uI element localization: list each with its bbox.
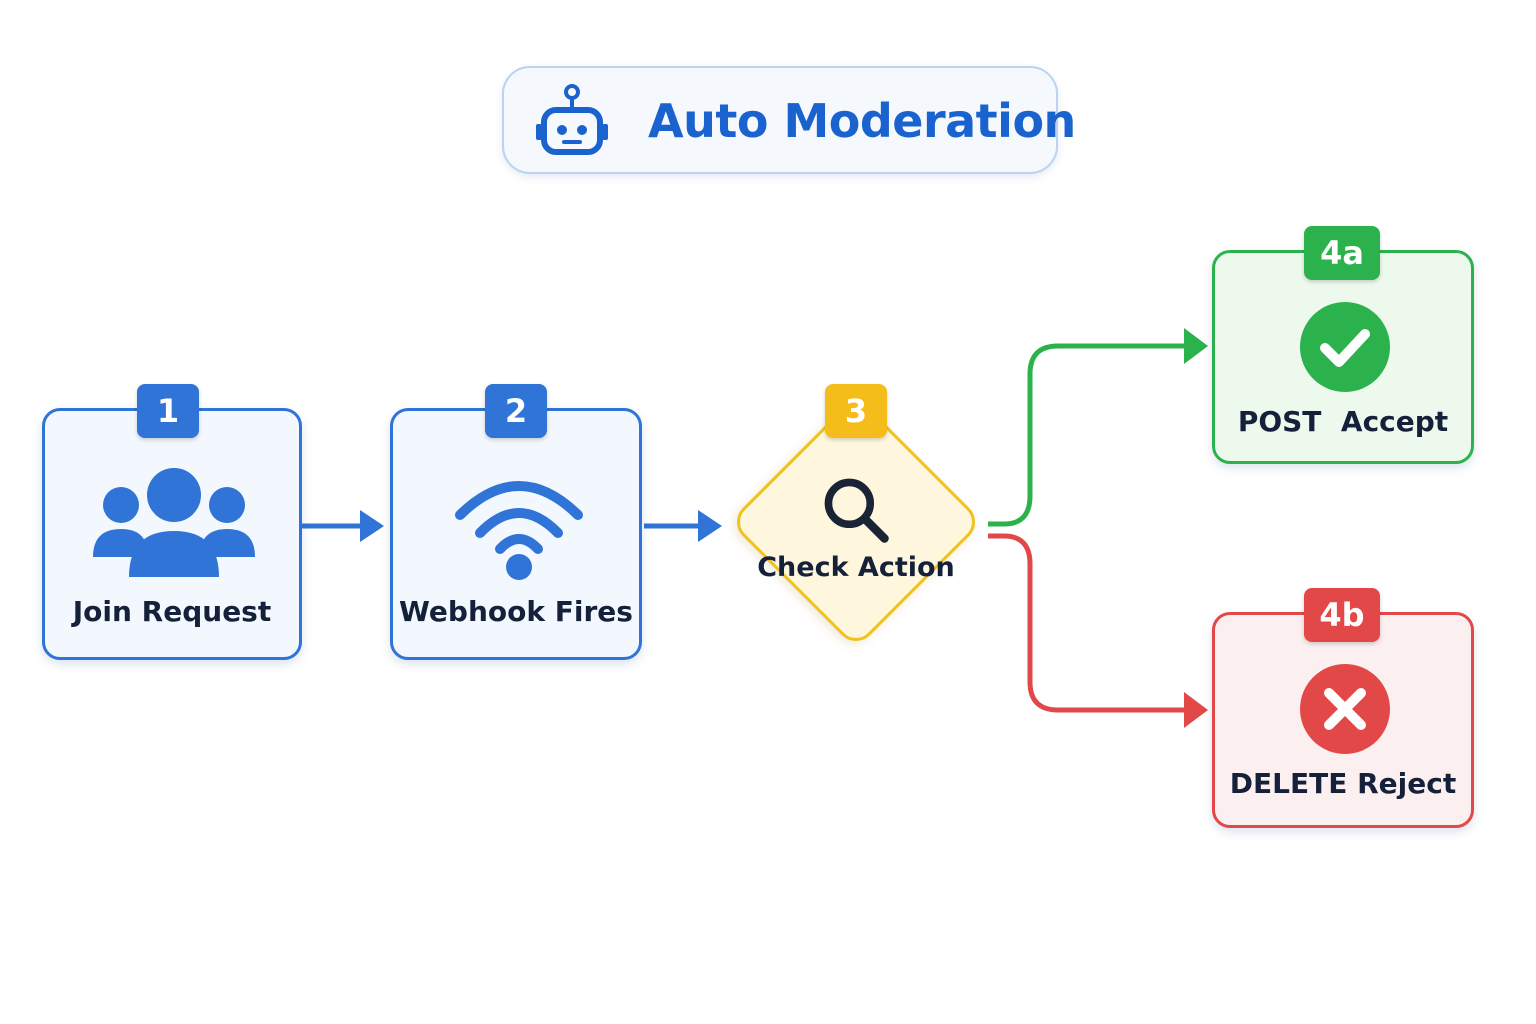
step-delete-reject: DELETE Reject xyxy=(1212,612,1474,828)
title-banner: Auto Moderation xyxy=(502,66,1076,174)
x-circle-icon xyxy=(1300,664,1390,754)
step-badge: 2 xyxy=(485,384,547,438)
step-join-request: Join Request xyxy=(42,408,302,660)
wifi-signal-icon xyxy=(455,481,583,580)
step-check-action: Check Action xyxy=(728,394,984,650)
checkmark-circle-icon xyxy=(1300,302,1390,392)
step-label: Check Action xyxy=(757,552,955,583)
step-badge: 3 xyxy=(825,384,887,438)
step-label: POST Accept xyxy=(1237,405,1449,438)
step-label: Join Request xyxy=(72,595,272,628)
step-badge: 4a xyxy=(1304,226,1380,280)
page-title: Auto Moderation xyxy=(648,94,1076,148)
connector-3-to-4b xyxy=(988,533,1208,728)
robot-icon xyxy=(536,84,608,155)
connector-1-to-2 xyxy=(302,510,384,542)
connector-2-to-3 xyxy=(644,510,722,542)
step-badge: 4b xyxy=(1304,588,1380,642)
search-icon xyxy=(824,478,889,543)
step-post-accept: POST Accept xyxy=(1212,250,1474,464)
step-webhook-fires: Webhook Fires xyxy=(390,408,642,660)
connector-3-to-4a xyxy=(988,328,1208,527)
step-badge: 1 xyxy=(137,384,199,438)
users-icon xyxy=(93,468,255,577)
step-label: Webhook Fires xyxy=(399,595,633,628)
step-label: DELETE Reject xyxy=(1229,767,1457,800)
